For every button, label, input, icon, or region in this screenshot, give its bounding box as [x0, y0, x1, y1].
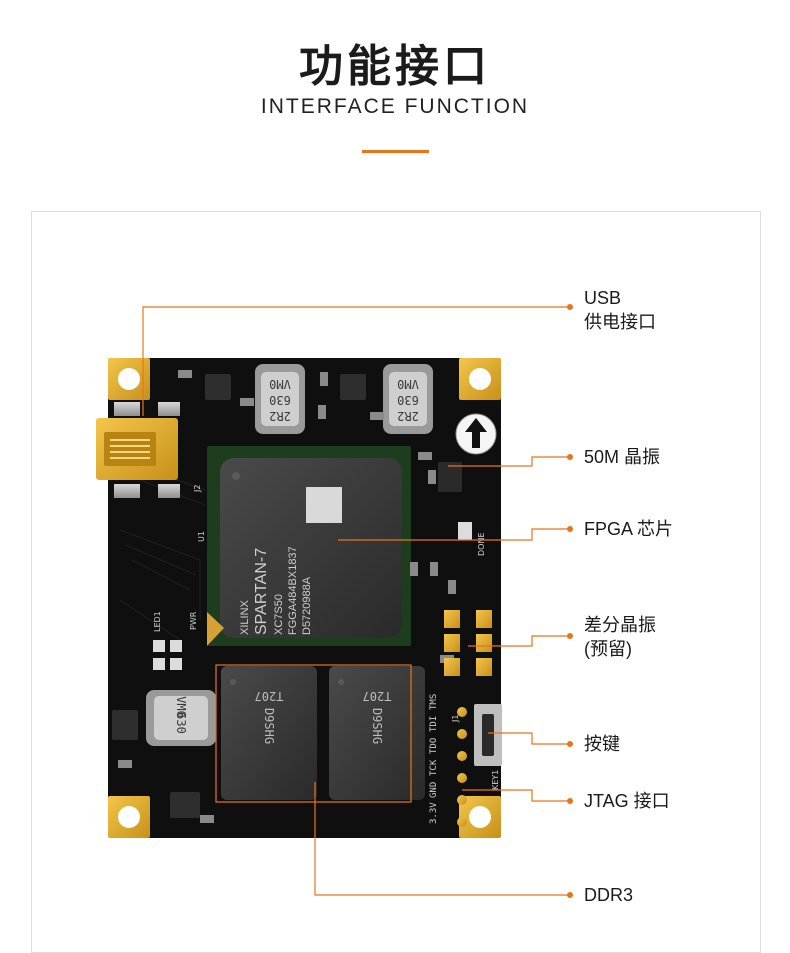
callout-dots	[567, 304, 573, 898]
usb-connector	[96, 402, 180, 498]
push-button	[474, 704, 502, 766]
diff-oscillator-pads	[444, 610, 492, 676]
jtag-pin-3: TCK	[429, 759, 439, 776]
callout-usb-line2: 供电接口	[584, 312, 656, 332]
callout-diff-oscillator: 差分晶振 (预留)	[584, 613, 656, 661]
jtag-pin-5: TDI	[429, 716, 439, 732]
ddr-mark-1: T207	[255, 689, 284, 703]
inductor-mark-4: VM0	[397, 377, 419, 391]
orientation-arrow-icon	[455, 413, 497, 455]
callout-diffosc-line2: (预留)	[584, 639, 632, 659]
page-title: 功能接口	[299, 41, 491, 92]
callout-usb-line1: USB	[584, 288, 622, 308]
callout-jtag-line1: JTAG 接口	[584, 791, 670, 811]
fpga-mark-package: FGGA484BX1837	[287, 546, 299, 635]
inductor-mark-6: 2R2	[397, 409, 419, 423]
page-subtitle: INTERFACE FUNCTION	[260, 95, 530, 118]
fpga-mark-brand: XILINX	[239, 599, 251, 635]
ddr-mark-2: D9SHG	[262, 708, 276, 744]
mounting-holes	[108, 358, 501, 838]
callout-ddr3: DDR3	[584, 883, 633, 907]
jtag-pin-1: 3.3V	[429, 802, 439, 824]
silk-pwr: PWR	[189, 611, 198, 630]
inductor-top-left	[255, 364, 305, 434]
callout-button: 按键	[584, 732, 620, 756]
callout-fpga: FPGA 芯片	[584, 517, 673, 541]
fpga-chip	[207, 446, 411, 646]
silk-key1: KEY1	[491, 770, 500, 790]
callout-key-line1: 按键	[584, 734, 620, 754]
callout-jtag: JTAG 接口	[584, 789, 670, 813]
silk-j1: J1	[451, 715, 460, 723]
inductor-mark-3: 2R2	[269, 409, 291, 423]
ddr-mark-3: T207	[363, 689, 392, 703]
jtag-pin-4: TDO	[429, 738, 439, 754]
ddr3-chips	[215, 664, 425, 803]
small-ics	[112, 374, 366, 818]
fpga-mark-part: XC7S50	[273, 594, 285, 635]
silk-done: DONE	[477, 533, 486, 557]
inductor-mark-7: VM0	[174, 696, 188, 718]
inductor-mark-8: 630	[174, 712, 188, 734]
ddr-mark-4: D9SHG	[370, 708, 384, 744]
callout-fpga-line1: FPGA 芯片	[584, 519, 674, 539]
inductor-bottom-left	[146, 690, 216, 746]
done-led	[458, 522, 472, 540]
callout-diffosc-line1: 差分晶振	[584, 615, 656, 635]
jtag-pin-2: GND	[429, 782, 439, 798]
leds	[153, 640, 182, 670]
inductor-mark-5: 630	[397, 393, 419, 407]
callout-leader-lines	[142, 306, 570, 896]
callout-usb: USB 供电接口	[584, 286, 656, 334]
inductor-top-right	[383, 364, 433, 434]
fpga-mark-family: SPARTAN-7	[253, 548, 270, 635]
callout-osc-line1: 50M 晶振	[584, 447, 661, 467]
jtag-pin-6: TMS	[429, 694, 439, 710]
silk-j2: J2	[193, 485, 202, 493]
silk-led1: LED1	[153, 611, 162, 632]
callout-50m-oscillator: 50M 晶振	[584, 445, 660, 469]
fpga-mark-lot: D5720988A	[301, 576, 313, 635]
accent-divider	[362, 150, 429, 153]
silk-u1: U1	[197, 531, 206, 542]
callout-ddr-line1: DDR3	[584, 885, 634, 905]
oscillator-50m	[438, 462, 462, 492]
jtag-header	[457, 707, 467, 827]
inductor-mark-1: VM0	[269, 377, 291, 391]
inductor-mark-2: 630	[269, 393, 291, 407]
